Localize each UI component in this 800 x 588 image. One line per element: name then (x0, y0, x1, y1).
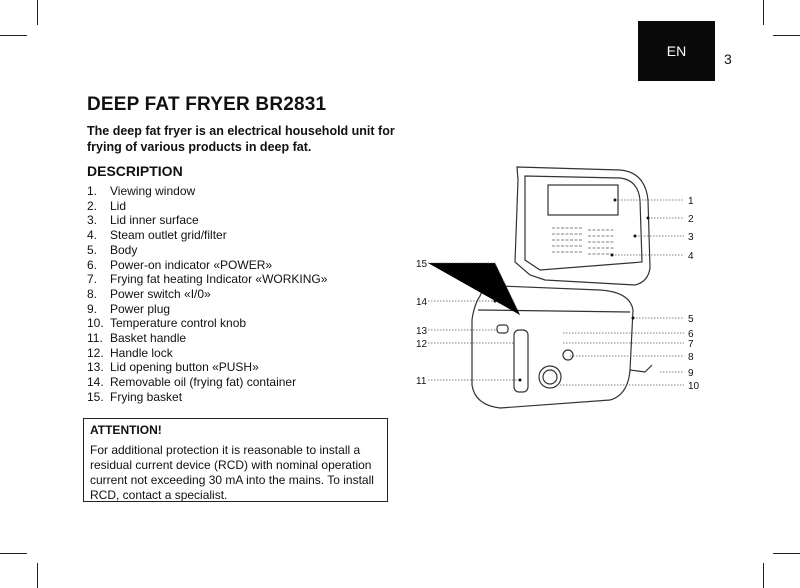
list-item: 4. Steam outlet grid/filter (87, 228, 327, 243)
item-text: Lid inner surface (110, 213, 199, 228)
attention-body: For additional protection it is reasonab… (90, 443, 374, 502)
item-number: 4. (87, 228, 98, 243)
intro-text: The deep fat fryer is an electrical hous… (87, 124, 395, 154)
item-text: Power plug (110, 301, 171, 316)
item-text: Power switch «I/0» (110, 286, 211, 301)
item-text: Power-on indicator «POWER» (110, 257, 273, 272)
attention-box: ATTENTION! For additional protection it … (83, 418, 388, 502)
item-text: Frying basket (110, 389, 183, 404)
item-number: 3. (87, 213, 98, 228)
language-tab: EN (638, 21, 715, 81)
callout-6: 6 (688, 329, 694, 340)
list-item: 3. Lid inner surface (87, 213, 327, 228)
crop-mark (773, 35, 800, 36)
list-item: 8. Power switch «I/0» (87, 287, 327, 302)
item-number: 8. (87, 286, 98, 301)
list-item: 15. Frying basket (87, 390, 327, 405)
item-text: Lid opening button «PUSH» (110, 360, 259, 375)
callout-2: 2 (688, 214, 694, 225)
list-item: 1. Viewing window (87, 184, 327, 199)
callout-8: 8 (688, 352, 694, 363)
section-heading: DESCRIPTION (87, 163, 183, 179)
body-outline (471, 285, 634, 409)
item-number: 14. (87, 375, 104, 390)
item-text: Frying fat heating Indicator «WORKING» (110, 272, 328, 287)
callout-3: 3 (688, 232, 694, 243)
list-item: 2. Lid (87, 199, 327, 214)
page-title: DEEP FAT FRYER BR2831 (87, 94, 327, 115)
callout-10: 10 (688, 381, 700, 392)
parts-list: 1. Viewing window 2. Lid 3. Lid inner surface… (87, 184, 327, 405)
callout-14: 14 (416, 297, 428, 308)
callout-12: 12 (416, 339, 428, 350)
crop-mark (0, 35, 27, 36)
list-item: 12. Handle lock (87, 346, 327, 361)
lid-outline (514, 166, 651, 286)
list-item: 7. Frying fat heating Indicator «WORKING» (87, 272, 327, 287)
list-item: 6. Power-on indicator «POWER» (87, 258, 327, 273)
crop-mark (763, 0, 764, 25)
item-number: 15. (87, 389, 104, 404)
item-text: Body (110, 242, 138, 257)
callout-11: 11 (416, 376, 427, 387)
item-text: Steam outlet grid/filter (110, 228, 227, 243)
list-item: 9. Power plug (87, 302, 327, 317)
crop-mark (763, 563, 764, 588)
item-number: 5. (87, 242, 98, 257)
callout-7: 7 (688, 339, 694, 350)
item-text: Temperature control knob (110, 316, 247, 331)
list-item: 13. Lid opening button «PUSH» (87, 360, 327, 375)
crop-mark (37, 563, 38, 588)
crop-mark (37, 0, 38, 25)
callout-1: 1 (688, 196, 694, 207)
item-text: Basket handle (110, 331, 187, 346)
list-item: 11. Basket handle (87, 331, 327, 346)
callout-4: 4 (688, 251, 694, 262)
item-text: Removable oil (frying fat) container (110, 375, 297, 390)
callout-15: 15 (416, 259, 428, 270)
item-number: 2. (87, 198, 98, 213)
crop-mark (773, 553, 800, 554)
list-item: 14. Removable oil (frying fat) container (87, 375, 327, 390)
item-number: 7. (87, 272, 98, 287)
item-number: 11. (87, 331, 103, 346)
item-number: 1. (87, 184, 98, 198)
callout-13: 13 (416, 326, 428, 337)
item-number: 12. (87, 345, 104, 360)
list-item: 5. Body (87, 243, 327, 258)
item-number: 9. (87, 301, 98, 316)
crop-mark (0, 553, 27, 554)
item-number: 6. (87, 257, 98, 272)
item-text: Lid (110, 198, 127, 213)
callout-9: 9 (688, 368, 694, 379)
item-number: 10. (87, 316, 104, 331)
page-number: 3 (724, 51, 732, 67)
item-text: Viewing window (110, 184, 196, 198)
callout-5: 5 (688, 314, 694, 325)
list-item: 10. Temperature control knob (87, 316, 327, 331)
item-number: 13. (87, 360, 104, 375)
attention-title: ATTENTION! (90, 423, 162, 437)
item-text: Handle lock (110, 345, 173, 360)
